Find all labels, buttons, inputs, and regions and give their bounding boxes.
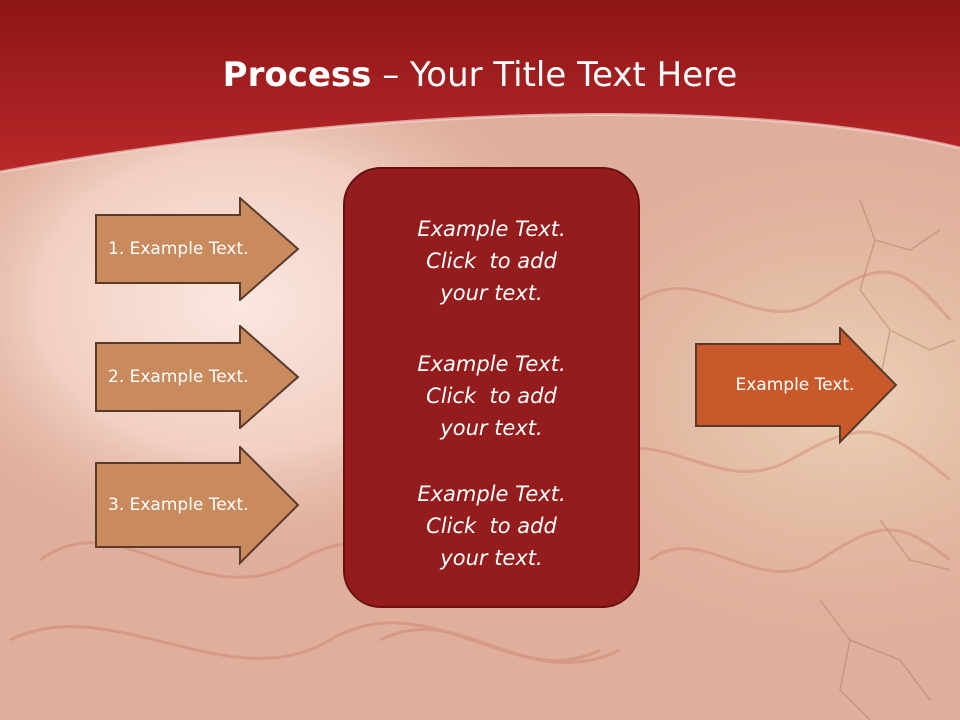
center-paragraph-2-line-1: Example Text. bbox=[417, 352, 566, 376]
title-rest: Your Title Text Here bbox=[410, 55, 738, 95]
center-paragraph-3-line-2: Click to add bbox=[426, 514, 557, 538]
left-arrow-1[interactable]: 1. Example Text. bbox=[95, 197, 300, 301]
center-paragraph-2-line-2: Click to add bbox=[426, 384, 557, 408]
center-paragraph-1: Example Text. Click to add your text. bbox=[345, 213, 638, 309]
center-text-box[interactable]: Example Text. Click to add your text. Ex… bbox=[343, 167, 640, 608]
title-bold: Process bbox=[222, 55, 372, 95]
center-paragraph-3-line-3: your text. bbox=[440, 546, 543, 570]
center-paragraph-1-line-1: Example Text. bbox=[417, 217, 566, 241]
right-arrow[interactable]: Example Text. bbox=[695, 327, 900, 445]
center-paragraph-1-line-3: your text. bbox=[440, 281, 543, 305]
left-arrow-2[interactable]: 2. Example Text. bbox=[95, 325, 300, 429]
left-arrow-3-label: 3. Example Text. bbox=[108, 495, 249, 515]
center-paragraph-3: Example Text. Click to add your text. bbox=[345, 478, 638, 574]
left-arrow-2-label: 2. Example Text. bbox=[108, 367, 249, 387]
center-paragraph-2: Example Text. Click to add your text. bbox=[345, 348, 638, 444]
center-paragraph-1-line-2: Click to add bbox=[426, 249, 557, 273]
left-arrow-3[interactable]: 3. Example Text. bbox=[95, 446, 300, 566]
slide-title: Process – Your Title Text Here bbox=[0, 55, 960, 95]
center-paragraph-2-line-3: your text. bbox=[440, 416, 543, 440]
left-arrow-1-label: 1. Example Text. bbox=[108, 239, 249, 259]
center-paragraph-3-line-1: Example Text. bbox=[417, 482, 566, 506]
right-arrow-label: Example Text. bbox=[735, 375, 855, 395]
title-dash: – bbox=[371, 55, 411, 95]
